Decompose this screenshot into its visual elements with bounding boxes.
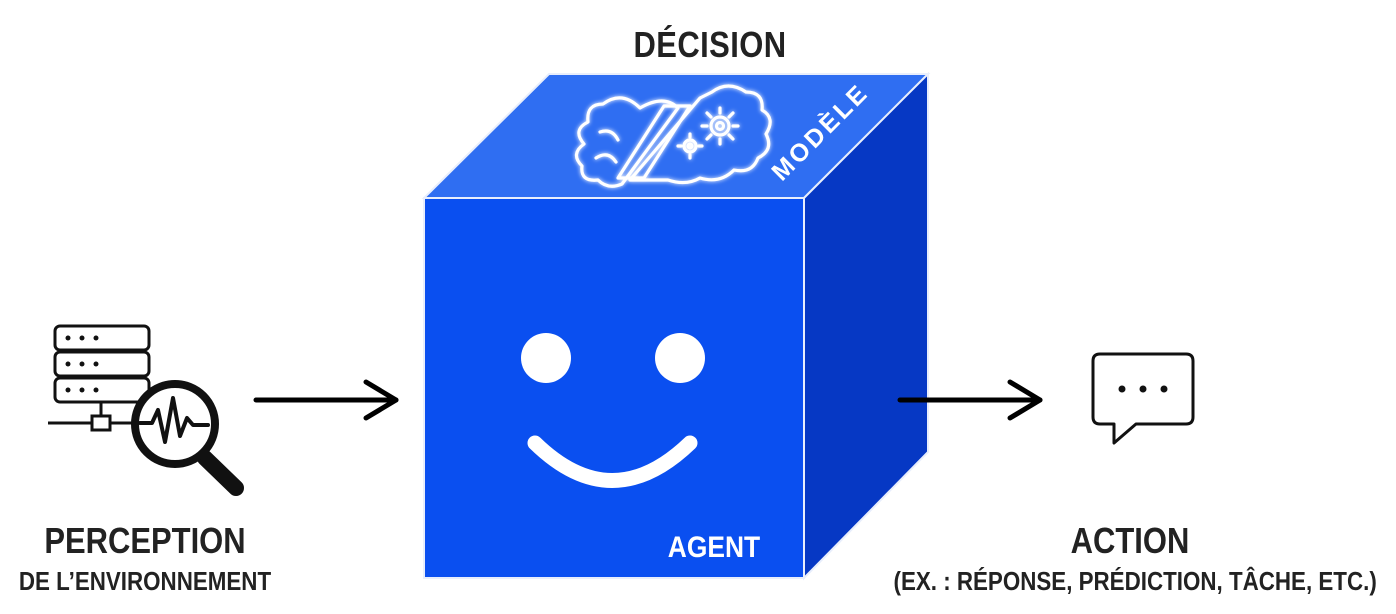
brain-gears-icon	[574, 84, 772, 188]
right-eye	[655, 333, 705, 383]
smiley-face-icon	[521, 333, 705, 488]
arrow-perception-to-agent	[253, 379, 399, 421]
network-connector	[48, 402, 140, 432]
brain-right-hemisphere	[628, 84, 772, 185]
magnifier-icon	[131, 380, 244, 496]
decision-title: DÉCISION	[633, 24, 787, 65]
agent-label: AGENT	[668, 529, 760, 563]
smile-mouth	[527, 435, 698, 488]
perception-subtitle: DE L’ENVIRONNEMENT	[18, 566, 272, 596]
action-subtitle: (EX. : RÉPONSE, PRÉDICTION, TÂCHE, ETC.)	[893, 566, 1377, 596]
left-eye	[521, 333, 571, 383]
gear-small	[676, 132, 704, 160]
chat-bubble-outline	[1091, 352, 1195, 445]
brain-divider	[616, 104, 692, 180]
cube-front-face	[423, 197, 805, 579]
ellipsis-dots	[1118, 385, 1168, 393]
server-rack-icon	[53, 324, 151, 404]
server-monitor-magnifier-icon	[48, 324, 244, 496]
brain-left-hemisphere	[574, 96, 680, 188]
agent-cube: AGENT MODÈLE	[421, 71, 931, 581]
server-status-dots	[65, 335, 99, 393]
arrow-agent-to-action	[897, 379, 1043, 421]
action-title: ACTION	[1070, 520, 1190, 561]
chat-bubble-ellipsis-icon	[1091, 352, 1195, 445]
pulse-line-icon	[138, 396, 210, 444]
gear-large	[700, 106, 740, 146]
perception-title: PERCEPTION	[44, 520, 246, 561]
brain-left-fold	[594, 129, 620, 164]
